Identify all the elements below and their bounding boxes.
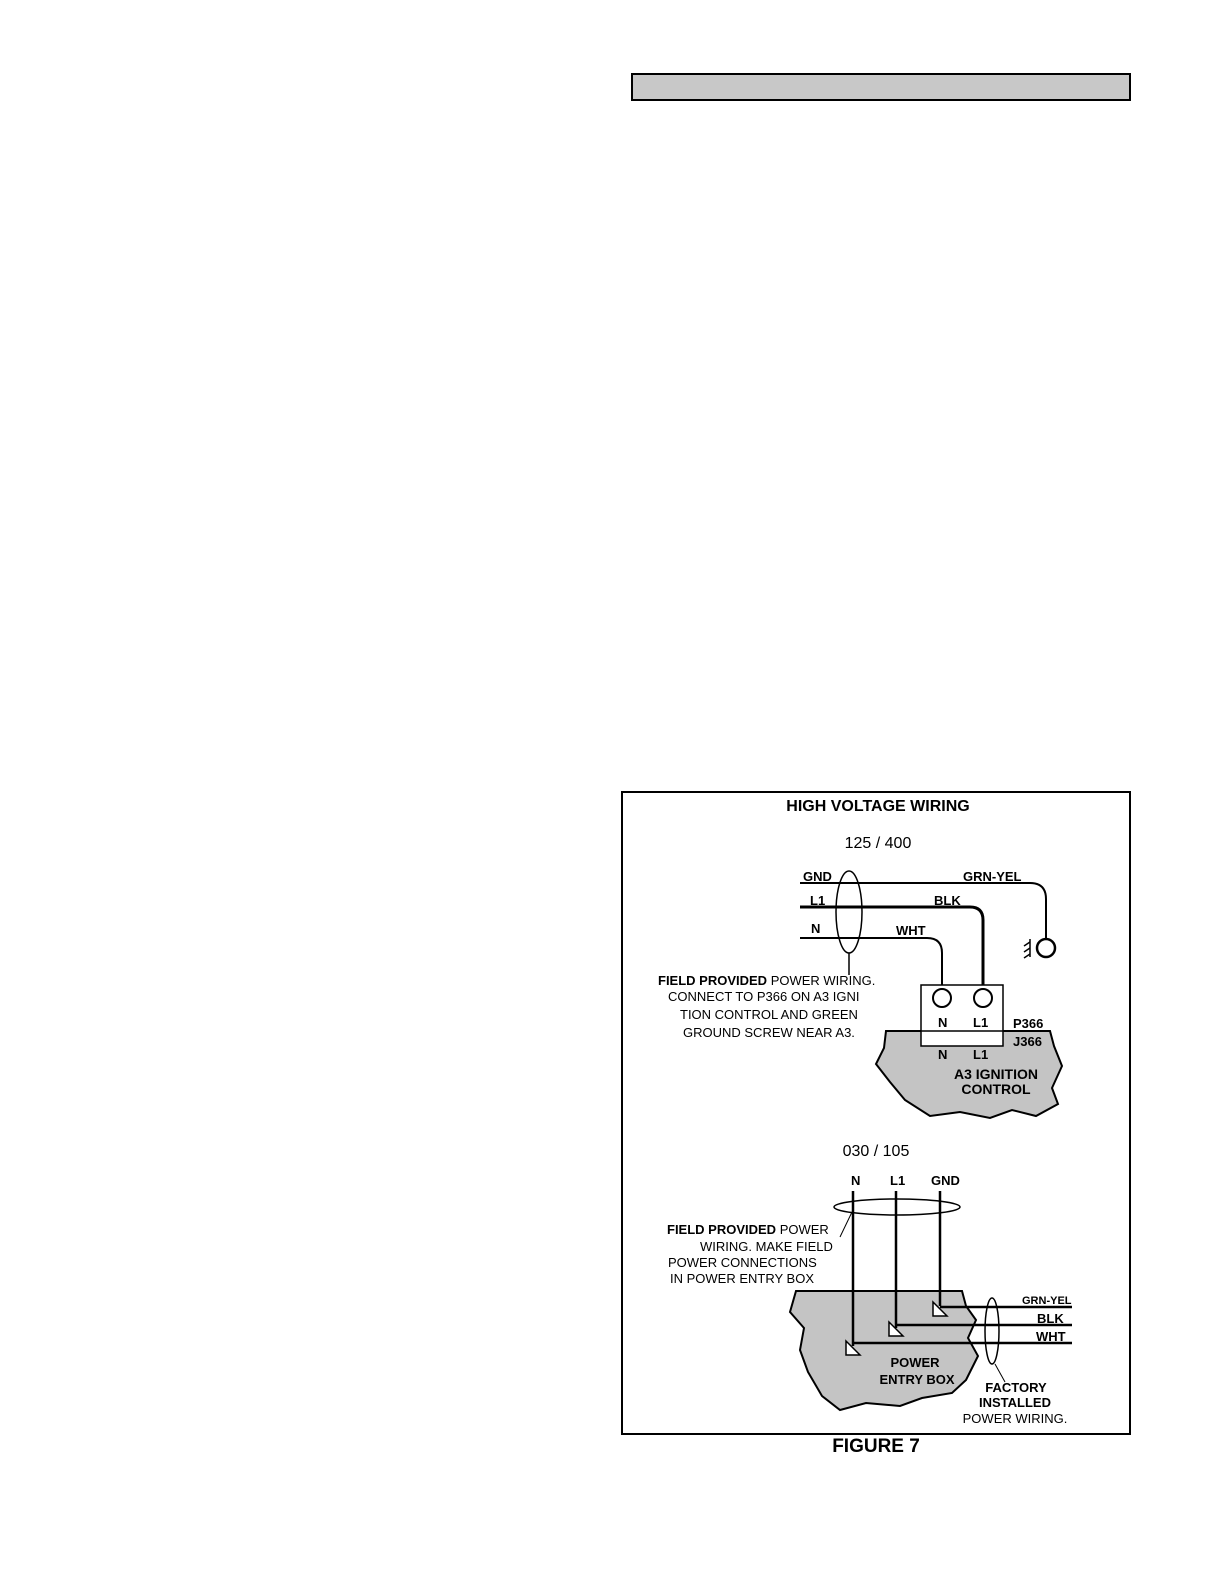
lower-model-label: 030 / 105 xyxy=(843,1143,910,1160)
lower-l1-label: L1 xyxy=(890,1173,905,1188)
figure-title: HIGH VOLTAGE WIRING xyxy=(786,798,969,815)
power-box-label-2: ENTRY BOX xyxy=(879,1372,954,1387)
upper-blk-label: BLK xyxy=(934,893,961,908)
gnd-terminal-icon xyxy=(932,1300,949,1317)
lower-blk-label: BLK xyxy=(1037,1311,1064,1326)
power-box-label-1: POWER xyxy=(890,1355,940,1370)
upper-wires xyxy=(800,882,1047,990)
upper-note-line-3: TION CONTROL AND GREEN xyxy=(680,1007,858,1022)
plug-n-label: N xyxy=(938,1015,947,1030)
plug-n-terminal-icon xyxy=(932,988,952,1008)
lower-note-line-4: IN POWER ENTRY BOX xyxy=(670,1271,814,1286)
factory-cable-bundle xyxy=(984,1297,1000,1365)
upper-grn-yel-label: GRN-YEL xyxy=(963,869,1022,884)
factory-label-1: FACTORY xyxy=(985,1380,1047,1395)
lower-note-leader xyxy=(839,1211,853,1238)
lower-gnd-label: GND xyxy=(931,1173,960,1188)
lower-grn-yel-label: GRN-YEL xyxy=(1022,1295,1072,1307)
lower-note-line-2: WIRING. MAKE FIELD xyxy=(700,1239,833,1254)
lower-note-line-3: POWER CONNECTIONS xyxy=(668,1255,817,1270)
lower-note-line-1: FIELD PROVIDED POWER xyxy=(667,1222,829,1237)
factory-label-2: INSTALLED xyxy=(979,1395,1051,1410)
figure-caption: FIGURE 7 xyxy=(832,1436,920,1457)
upper-note-line-4: GROUND SCREW NEAR A3. xyxy=(683,1025,855,1040)
lower-wires xyxy=(851,1191,1072,1346)
lower-n-label: N xyxy=(851,1173,860,1188)
ground-screw-icon xyxy=(1035,937,1057,959)
upper-note-line-1: FIELD PROVIDED POWER WIRING. xyxy=(658,973,875,988)
terminal-lugs xyxy=(845,1300,949,1356)
control-label-line-2: CONTROL xyxy=(961,1081,1031,1097)
plug-l1-label: L1 xyxy=(973,1015,988,1030)
control-label-line-1: A3 IGNITION xyxy=(954,1066,1038,1082)
factory-leader xyxy=(994,1363,1006,1383)
upper-model-label: 125 / 400 xyxy=(845,835,912,852)
a3-ignition-control-board xyxy=(874,1030,1064,1120)
j366-label: J366 xyxy=(1013,1034,1042,1049)
section-header-bar xyxy=(631,73,1131,101)
lower-wht-label: WHT xyxy=(1036,1329,1066,1344)
n-terminal-icon xyxy=(845,1339,862,1356)
p366-label: P366 xyxy=(1013,1016,1043,1031)
ground-symbol-icon xyxy=(1023,939,1031,959)
figure-frame xyxy=(621,791,1131,1435)
plug-l1-terminal-icon xyxy=(973,988,993,1008)
upper-l1-label: L1 xyxy=(810,893,825,908)
jack-n-label: N xyxy=(938,1047,947,1062)
factory-label-3: POWER WIRING. xyxy=(963,1411,1068,1426)
l1-terminal-icon xyxy=(888,1320,905,1337)
upper-n-label: N xyxy=(811,921,820,936)
upper-note-line-2: CONNECT TO P366 ON A3 IGNI xyxy=(668,989,859,1004)
power-entry-box xyxy=(788,1290,980,1412)
upper-gnd-label: GND xyxy=(803,869,832,884)
upper-wht-label: WHT xyxy=(896,923,926,938)
jack-l1-label: L1 xyxy=(973,1047,988,1062)
